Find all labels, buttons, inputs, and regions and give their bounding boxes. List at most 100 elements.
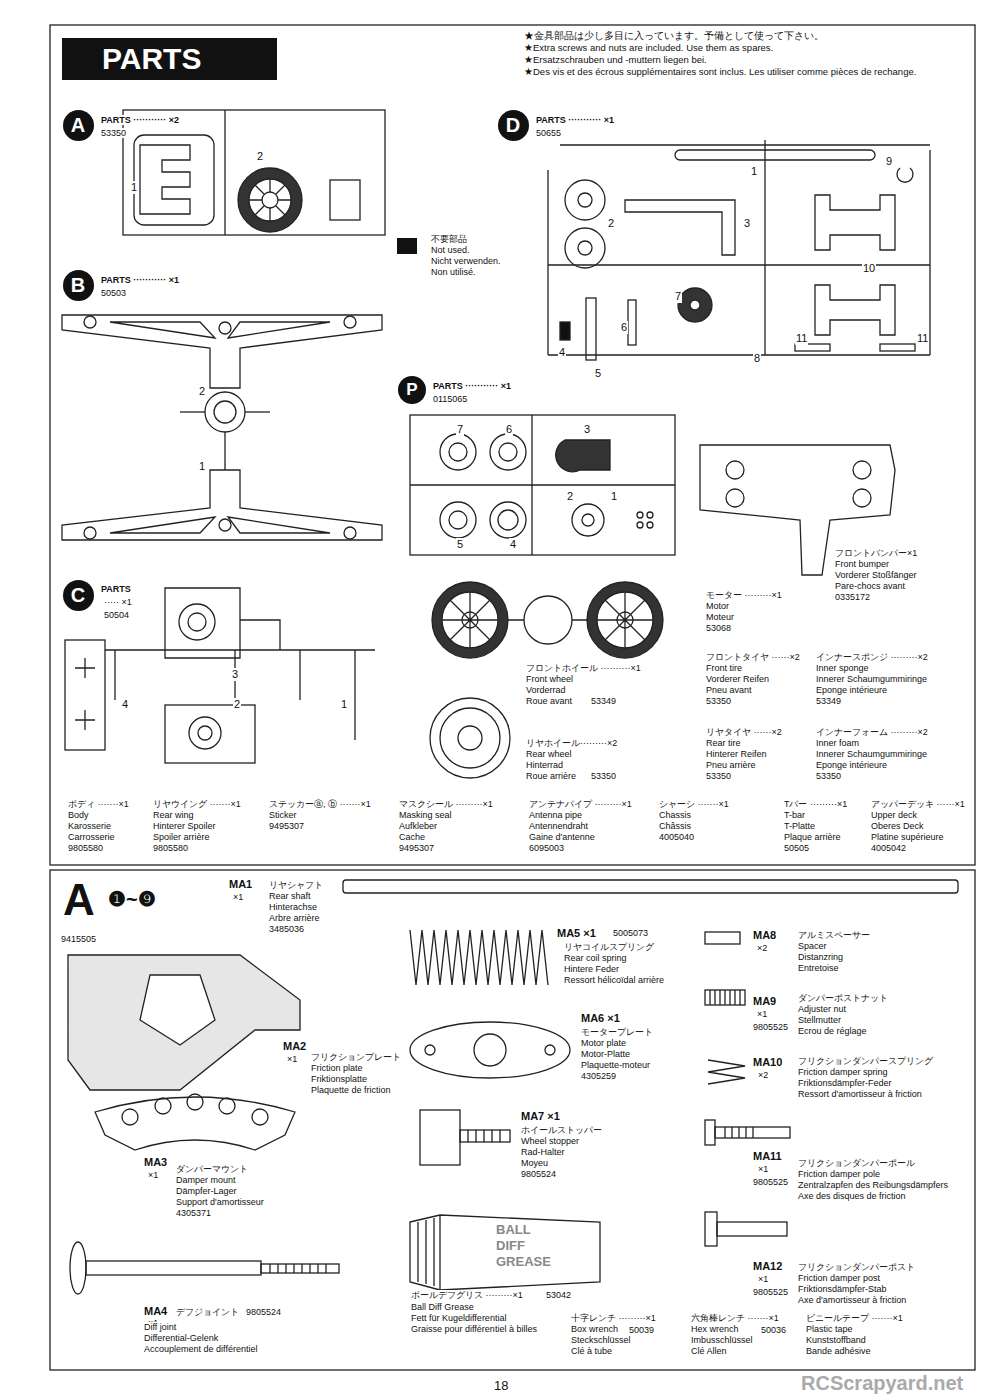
part-label: PARTS ··········· ×1 <box>432 381 512 391</box>
part-label: Châssis <box>658 821 692 831</box>
part-label: ×1 <box>757 1164 769 1174</box>
callout-number: 7 <box>456 423 464 436</box>
part-label: Roue arrière <box>525 771 577 781</box>
part-label: Imbusschlüssel <box>690 1335 754 1345</box>
part-label: Rear shaft <box>268 891 312 901</box>
callout-number: 9 <box>885 155 893 168</box>
part-label: 3485036 <box>268 924 305 934</box>
section-letter-circle: P <box>398 376 426 404</box>
part-label: Chassis <box>658 810 692 820</box>
part-label: Antenna pipe <box>528 810 583 820</box>
part-label: 9805580 <box>67 843 104 853</box>
part-label: MA3 <box>143 1156 168 1169</box>
part-label: シャーシ ·······×1 <box>658 799 730 809</box>
callout-number: 1 <box>610 490 618 503</box>
part-label: Hinterachse <box>268 902 318 912</box>
part-label: Plaquette-moteur <box>580 1060 651 1070</box>
part-label: Differential-Gelenk <box>143 1333 219 1343</box>
part-label: PARTS <box>100 584 132 594</box>
part-label: ×2 <box>756 943 768 953</box>
part-label: 53350 <box>705 696 732 706</box>
callout-number: 11 <box>795 332 808 345</box>
callout-number: 18 <box>493 1378 509 1393</box>
part-label: ホイールストッパー <box>520 1125 603 1135</box>
section-letter: P <box>406 380 417 400</box>
part-label: 9495307 <box>398 843 435 853</box>
part-label: 9805525 <box>752 1022 789 1032</box>
part-label: Adjuster nut <box>797 1004 847 1014</box>
callout-number: 5 <box>456 538 464 551</box>
part-label: Motor-Platte <box>580 1049 631 1059</box>
part-label: ×1 <box>286 1054 298 1064</box>
part-label: 50504 <box>103 610 130 620</box>
part-label: 4305371 <box>175 1208 212 1218</box>
section-letter-circle: B <box>63 270 94 301</box>
callout-number: 5 <box>594 367 602 380</box>
part-label: Diff joint <box>143 1322 177 1332</box>
part-label: RCScrapyard.net <box>800 1372 964 1395</box>
part-label: T-bar <box>783 810 806 820</box>
part-label: Carrosserie <box>67 832 116 842</box>
part-label: ★Ersatzschrauben und -muttern liegen bei… <box>523 54 708 65</box>
callout-number: 3 <box>743 217 751 230</box>
part-label: Gaine d'antenne <box>528 832 596 842</box>
part-label: MA12 <box>752 1260 783 1273</box>
part-label: ×1 <box>147 1170 159 1180</box>
part-label: Ressort d'amortisseur à friction <box>797 1089 923 1099</box>
part-label: 9415505 <box>60 934 97 944</box>
part-label: MA11 <box>752 1150 783 1163</box>
part-label: Masking seal <box>398 810 453 820</box>
callout-number: 3 <box>583 423 591 436</box>
part-label: Sticker <box>268 810 298 820</box>
part-label: PARTS ··········· ×1 <box>100 275 180 285</box>
part-label: Rad-Halter <box>520 1147 566 1157</box>
part-label: Front wheel <box>525 674 574 684</box>
part-label: Eponge intérieure <box>815 685 888 695</box>
part-label: Steckschlüssel <box>570 1335 632 1345</box>
part-label: ★Des vis et des écrous supplémentaires s… <box>523 66 917 77</box>
part-label: フロントバンパー×1 <box>834 548 918 558</box>
part-label: MA8 <box>752 929 777 942</box>
part-label: Ecrou de réglage <box>797 1026 868 1036</box>
part-label: Hinterrad <box>525 760 564 770</box>
callout-number: 3 <box>231 668 239 681</box>
part-label: MA2 <box>282 1040 307 1053</box>
part-label: Accouplement de différentiel <box>143 1344 258 1354</box>
section-letter: A <box>71 114 85 137</box>
part-label: アンテナパイプ ·········×1 <box>528 799 633 809</box>
part-label: Spacer <box>797 941 828 951</box>
part-label: ×1 <box>757 1274 769 1284</box>
section-letter: B <box>71 274 85 297</box>
part-label: 0335172 <box>834 592 871 602</box>
part-label: フリクションダンパースプリング <box>797 1056 934 1066</box>
part-label: 53350 <box>705 771 732 781</box>
part-label: Hinterer Reifen <box>705 749 768 759</box>
part-label: ····· ×1 <box>103 597 133 607</box>
callout-number: 1 <box>198 460 206 473</box>
callout-number: 4 <box>509 538 517 551</box>
part-label: BALL DIFF GREASE <box>495 1222 559 1270</box>
part-label: Clé Allen <box>690 1346 728 1356</box>
part-label: MA9 <box>752 995 777 1008</box>
part-label: Box wrench <box>570 1324 619 1334</box>
part-label: T-Platte <box>783 821 816 831</box>
section-letter-circle: D <box>498 110 529 141</box>
part-label: Tバー ·········×1 <box>783 799 848 809</box>
part-label: Pneu arrière <box>705 760 757 770</box>
part-label: 6095003 <box>528 843 565 853</box>
part-label: MA7 ×1 <box>520 1110 561 1123</box>
part-label: ステッカーⓐ, ⓑ ·······×1 <box>268 799 372 809</box>
part-label: Antennendraht <box>528 821 589 831</box>
part-label: ×1 <box>756 1009 768 1019</box>
part-label: 53349 <box>815 696 842 706</box>
part-label: Motor <box>705 601 730 611</box>
part-label: Friction damper pole <box>797 1169 881 1179</box>
part-label: 十字レンチ ·········×1 <box>570 1313 657 1323</box>
part-label: Non utilisé. <box>430 267 477 277</box>
part-label: デフジョイント <box>175 1307 240 1317</box>
part-label: Graisse pour différentiel à billes <box>410 1324 538 1334</box>
part-label: Rear tire <box>705 738 742 748</box>
callout-number: 4 <box>558 346 566 359</box>
part-label: 9805525 <box>752 1177 789 1187</box>
part-label: 六角棒レンチ ·······×1 <box>690 1313 780 1323</box>
